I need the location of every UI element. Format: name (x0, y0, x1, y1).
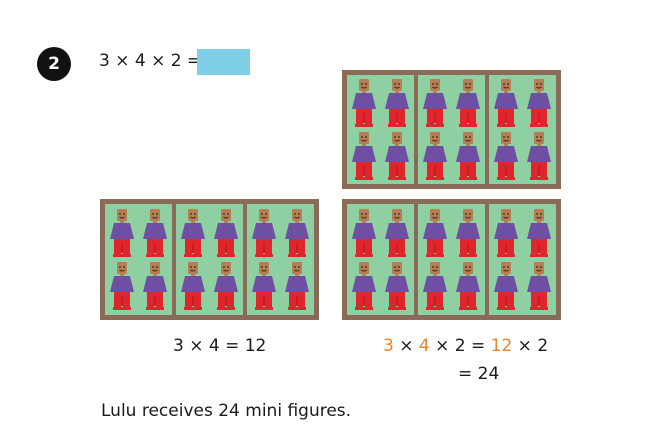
tray-bottom-right (342, 199, 561, 320)
mini-figure-icon (526, 262, 552, 310)
tray-compartment (347, 204, 414, 315)
mini-figure-icon (351, 79, 377, 127)
mini-figure-icon (351, 262, 377, 310)
answer-box[interactable] (197, 49, 250, 75)
mini-figure-icon (455, 262, 481, 310)
tray-compartment (418, 204, 485, 315)
mini-figure-icon (422, 79, 448, 127)
mini-figure-icon (109, 262, 135, 310)
tray-compartment (176, 204, 243, 315)
mini-figure-icon (284, 262, 310, 310)
tray-compartment (418, 75, 485, 184)
factor-three: 3 (383, 336, 394, 356)
mini-figure-icon (384, 79, 410, 127)
tray-compartment (247, 204, 314, 315)
mini-figure-icon (251, 262, 277, 310)
question-number: 2 (48, 54, 60, 74)
tray-left (100, 199, 319, 320)
equation-middle: × 2 = (429, 336, 491, 356)
mini-figure-icon (493, 209, 519, 257)
conclusion-statement: Lulu receives 24 mini figures. (101, 401, 352, 421)
mini-figure-icon (493, 79, 519, 127)
mini-figure-icon (109, 209, 135, 257)
times-sign: × (393, 336, 419, 356)
tray-compartment (489, 204, 556, 315)
mini-figure-icon (142, 209, 168, 257)
factor-four: 4 (418, 336, 430, 356)
mini-figure-icon (455, 132, 481, 180)
mini-figure-icon (351, 209, 377, 257)
mini-figure-icon (526, 209, 552, 257)
tray-top-right (342, 70, 561, 189)
product-twelve: 12 (490, 336, 513, 356)
mini-figure-icon (213, 209, 239, 257)
left-working-equation: 3 × 4 = 12 (173, 336, 267, 356)
mini-figure-icon (142, 262, 168, 310)
tray-compartment (105, 204, 172, 315)
mini-figure-icon (422, 262, 448, 310)
mini-figure-icon (384, 262, 410, 310)
mini-figure-icon (251, 209, 277, 257)
mini-figure-icon (351, 132, 377, 180)
mini-figure-icon (455, 79, 481, 127)
tray-compartment (347, 75, 414, 184)
mini-figure-icon (422, 132, 448, 180)
mini-figure-icon (422, 209, 448, 257)
mini-figure-icon (284, 209, 310, 257)
right-working-equation: 3 × 4 × 2 = 12 × 2 (383, 336, 548, 356)
mini-figure-icon (384, 209, 410, 257)
mini-figure-icon (455, 209, 481, 257)
mini-figure-icon (180, 209, 206, 257)
mini-figure-icon (180, 262, 206, 310)
mini-figure-icon (493, 262, 519, 310)
equation-end: × 2 (512, 336, 549, 356)
right-working-result: = 24 (458, 364, 500, 384)
question-number-badge: 2 (37, 47, 71, 81)
mini-figure-icon (213, 262, 239, 310)
tray-compartment (489, 75, 556, 184)
mini-figure-icon (493, 132, 519, 180)
mini-figure-icon (526, 132, 552, 180)
mini-figure-icon (526, 79, 552, 127)
question-equation: 3 × 4 × 2 = (99, 51, 202, 71)
mini-figure-icon (384, 132, 410, 180)
